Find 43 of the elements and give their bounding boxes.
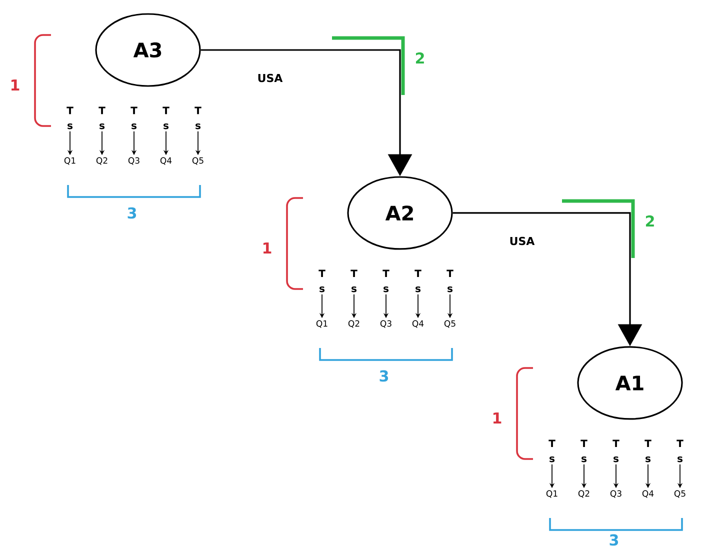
letter-stack: T s	[98, 106, 106, 130]
q-label: Q3	[128, 157, 140, 165]
edge-label: USA	[508, 236, 536, 246]
bracket-number: 2	[416, 52, 424, 64]
letter-stack: T s	[318, 270, 326, 292]
q-label: Q5	[444, 320, 456, 328]
q-label: Q2	[578, 490, 590, 498]
letter-stack: T s	[194, 106, 202, 130]
bracket-number: 2	[646, 215, 654, 227]
circle-node: A3	[95, 13, 201, 87]
letter-stack: T s	[676, 440, 684, 462]
letter-stack: T s	[612, 440, 620, 462]
q-label: Q3	[380, 320, 392, 328]
letter-stack: T s	[66, 106, 74, 130]
letter-stack: T s	[130, 106, 138, 130]
letter-stack: T s	[548, 440, 556, 462]
edge-label: USA	[256, 72, 284, 84]
bracket-number: 1	[493, 412, 502, 424]
circle-node: A2	[347, 176, 453, 250]
bracket-number: 1	[263, 242, 272, 254]
letter-stack: T s	[644, 440, 652, 462]
letter-stack: T s	[580, 440, 588, 462]
q-label: Q3	[610, 490, 622, 498]
q-label: Q4	[412, 320, 424, 328]
q-label: Q1	[64, 157, 76, 165]
letter-stack: T s	[446, 270, 454, 292]
q-label: Q2	[96, 157, 108, 165]
letter-stack: T s	[382, 270, 390, 292]
bracket-number: 3	[380, 370, 388, 382]
bracket-number: 3	[128, 207, 136, 219]
q-label: Q4	[160, 157, 172, 165]
bracket-number: 3	[610, 534, 618, 546]
q-label: Q1	[316, 320, 328, 328]
q-label: Q4	[642, 490, 654, 498]
letter-stack: T s	[162, 106, 170, 130]
letter-stack: T s	[350, 270, 358, 292]
bracket-number: 1	[11, 80, 20, 90]
q-label: Q5	[192, 157, 204, 165]
letter-stack: T s	[414, 270, 422, 292]
q-label: Q1	[546, 490, 558, 498]
q-label: Q2	[348, 320, 360, 328]
circle-node: A1	[577, 346, 683, 420]
q-label: Q5	[674, 490, 686, 498]
